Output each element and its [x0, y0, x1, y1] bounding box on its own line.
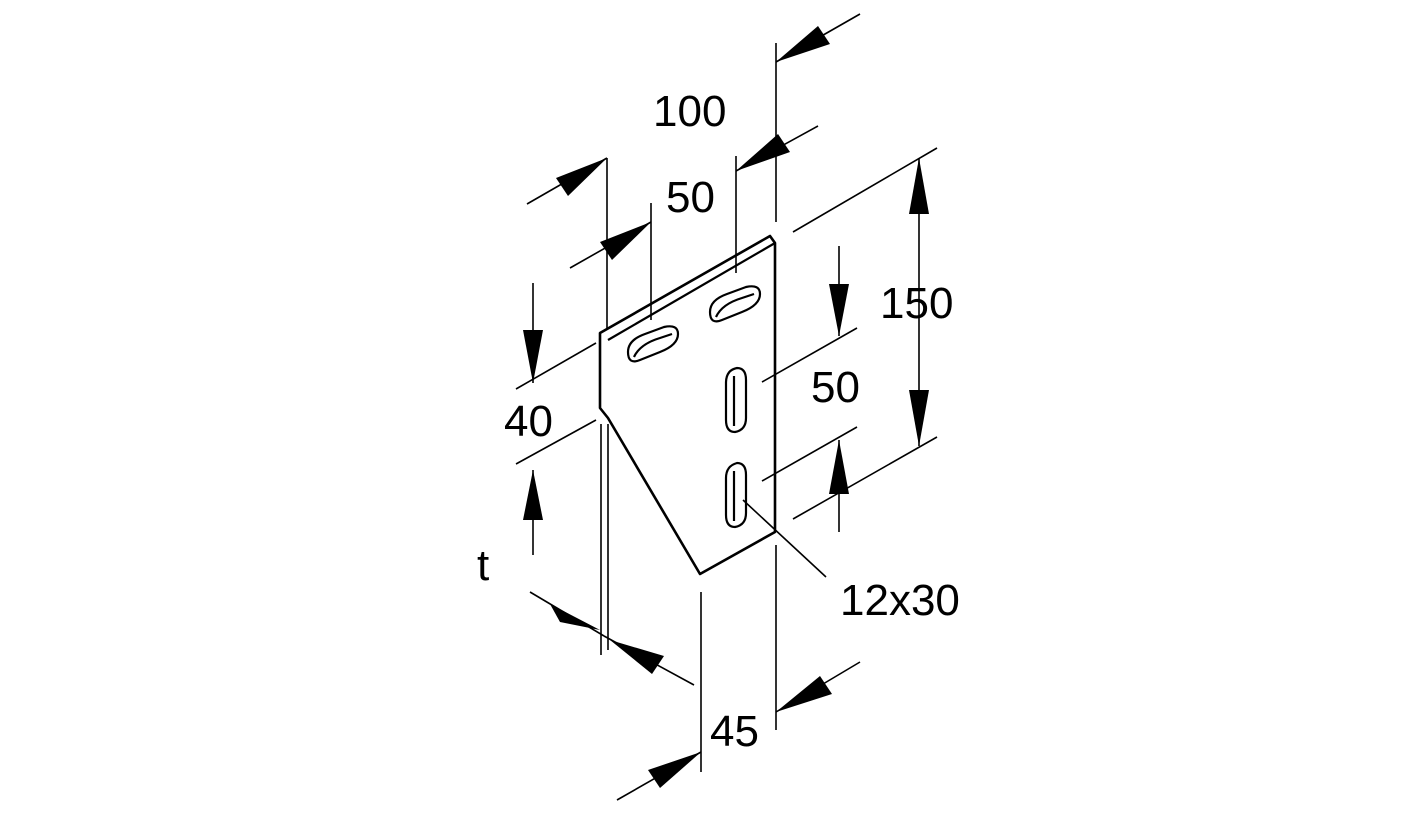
label-depth: 45 — [710, 707, 759, 756]
label-hole-spacing-h: 50 — [666, 173, 715, 222]
slot-top-left — [626, 325, 680, 363]
label-hole-spacing-v: 50 — [811, 363, 860, 412]
label-slot-size: 12x30 — [840, 576, 960, 625]
arrowheads — [523, 26, 929, 788]
label-thickness: t — [477, 541, 489, 590]
label-height: 150 — [880, 279, 953, 328]
dimension-labels: 100 50 150 50 40 12x30 45 t — [477, 87, 960, 756]
bracket-part — [598, 234, 777, 576]
slot-middle — [724, 366, 748, 434]
label-corner-height: 40 — [504, 397, 553, 446]
slot-top-right — [708, 285, 762, 323]
label-top-width: 100 — [653, 87, 726, 136]
slot-bottom — [724, 461, 748, 529]
bracket-top-edge — [607, 242, 776, 341]
